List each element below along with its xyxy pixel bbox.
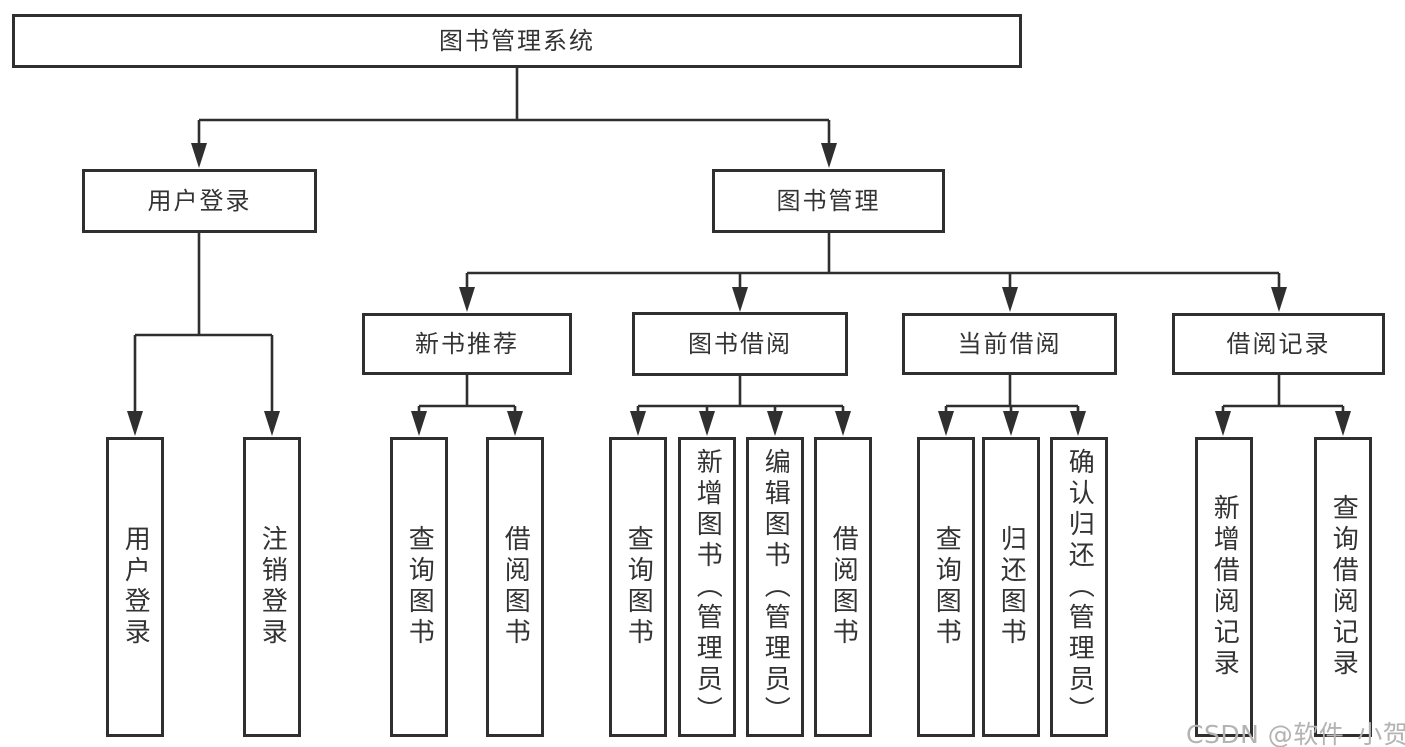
leaf-label: 查询借阅记录 [1328, 494, 1359, 680]
leaf-label: 借阅图书 [500, 525, 531, 649]
node-book-management: 图书管理 [712, 169, 945, 233]
node-label: 用户登录 [147, 187, 252, 215]
leaf-label: 查询图书 [404, 525, 435, 649]
leaf-newbook-query-books: 查询图书 [390, 437, 448, 737]
leaf-label: 用户登录 [120, 525, 151, 649]
node-current-borrow: 当前借阅 [902, 313, 1117, 375]
leaf-borrow-edit-books-admin: 编辑图书（管理员） [746, 437, 804, 737]
node-label: 当前借阅 [957, 330, 1062, 358]
leaf-label: 查询图书 [931, 525, 962, 649]
node-library-management-system: 图书管理系统 [12, 14, 1022, 68]
leaf-records-query-borrow-record: 查询借阅记录 [1314, 437, 1372, 737]
node-label: 图书管理 [776, 187, 881, 215]
node-label: 新书推荐 [415, 330, 519, 358]
node-book-borrow: 图书借阅 [632, 312, 848, 376]
leaf-label: 新增借阅记录 [1209, 494, 1240, 680]
leaf-label: 新增图书（管理员） [692, 447, 723, 727]
leaf-label: 确认归还（管理员） [1064, 447, 1095, 727]
leaf-current-confirm-return-admin: 确认归还（管理员） [1050, 437, 1108, 737]
node-new-book-recommend: 新书推荐 [362, 313, 572, 375]
leaf-borrow-query-books: 查询图书 [609, 437, 667, 737]
leaf-current-query-books: 查询图书 [917, 437, 975, 737]
leaf-newbook-borrow-books: 借阅图书 [486, 437, 544, 737]
leaf-borrow-borrow-books: 借阅图书 [814, 437, 872, 737]
node-label: 图书管理系统 [439, 27, 595, 55]
leaf-borrow-add-books-admin: 新增图书（管理员） [678, 437, 736, 737]
leaf-current-return-books: 归还图书 [982, 437, 1040, 737]
node-borrow-records: 借阅记录 [1172, 313, 1385, 375]
leaf-label: 查询图书 [623, 525, 654, 649]
node-label: 借阅记录 [1226, 330, 1331, 358]
leaf-label: 注销登录 [257, 525, 288, 649]
leaf-records-add-borrow-record: 新增借阅记录 [1195, 437, 1253, 737]
csdn-watermark: CSDN @软件_小贺同学 [1186, 720, 1405, 747]
leaf-logout: 注销登录 [243, 437, 301, 737]
node-label: 图书借阅 [688, 330, 792, 358]
leaf-label: 编辑图书（管理员） [760, 447, 791, 727]
leaf-label: 归还图书 [996, 525, 1027, 649]
arrowhead-icons [127, 143, 1351, 436]
leaf-user-login: 用户登录 [106, 437, 164, 737]
node-user-login: 用户登录 [82, 169, 317, 233]
leaf-label: 借阅图书 [828, 525, 859, 649]
